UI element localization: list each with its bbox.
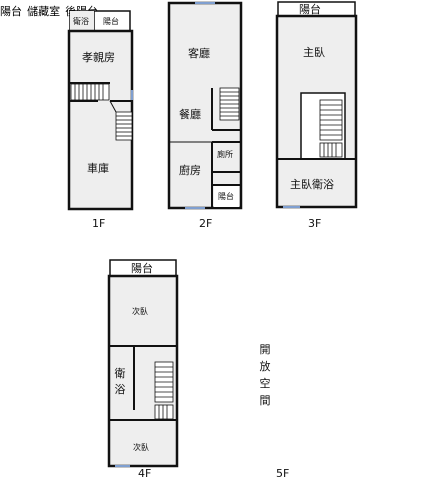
f5-open-label-4: 間 xyxy=(259,394,271,407)
floor-label-2f: 2F xyxy=(199,217,213,230)
f5-open-label-2: 放 xyxy=(259,360,271,373)
f1-stairs-upper xyxy=(70,83,110,101)
f3-stairs xyxy=(319,99,343,158)
f2-kitchen-label: 廚房 xyxy=(179,163,201,177)
f5-balcony-box: 陽台 儲藏室 後陽台 xyxy=(0,0,98,19)
floor-label-5f: 5F xyxy=(276,467,290,480)
floor-5f: 陽台 儲藏室 後陽台 xyxy=(0,0,98,19)
f5-body: 陽台 儲藏室 後陽台 xyxy=(0,0,98,19)
f4-second-top-label: 次臥 xyxy=(132,306,148,316)
f3-master-bath-label: 主臥衛浴 xyxy=(290,178,334,191)
f1-stairs-lower xyxy=(115,111,133,141)
f5-rear-balcony-box: 陽台 儲藏室 後陽台 xyxy=(0,0,98,19)
floor-label-4f: 4F xyxy=(138,467,152,480)
floor-3f: 陽台 主臥 主臥衛浴 xyxy=(275,1,358,209)
f5-open-label-1: 開 xyxy=(259,343,271,356)
f2-living-label: 客廳 xyxy=(188,46,210,60)
f5-open-label-3: 空 xyxy=(259,377,271,390)
f1-elder-room-label: 孝親房 xyxy=(82,51,115,64)
floor-label-3f: 3F xyxy=(308,217,322,230)
f2-balcony-label: 陽台 xyxy=(218,191,234,201)
floor-4f: 陽台 次臥 次臥 xyxy=(107,259,179,468)
f3-master-label: 主臥 xyxy=(303,46,325,59)
floor-2f: 客廳 餐廳 廚房 廁所 陽台 xyxy=(167,1,243,210)
f5-storage-label: 儲藏室 xyxy=(27,5,61,18)
f4-stairs xyxy=(154,361,174,420)
floor-1f: 衛浴 陽台 孝親房 車庫 xyxy=(67,10,134,211)
f1-balcony-label: 陽台 xyxy=(103,16,119,26)
f5-balcony-label: 陽台 xyxy=(0,5,22,18)
f2-stairs xyxy=(219,87,240,121)
f4-balcony-label: 陽台 xyxy=(131,261,153,275)
f2-toilet-label: 廁所 xyxy=(217,149,233,159)
f3-balcony-label: 陽台 xyxy=(299,2,321,16)
f1-garage-label: 車庫 xyxy=(87,161,109,175)
f1-bath-label: 衛浴 xyxy=(73,16,89,26)
f4-second-bottom-label: 次臥 xyxy=(133,442,149,452)
f2-dining-label: 餐廳 xyxy=(179,107,201,121)
floor-label-1f: 1F xyxy=(92,217,106,230)
f4-bath-label-1: 衛 xyxy=(114,367,126,380)
f4-bath-label-2: 浴 xyxy=(114,383,126,396)
